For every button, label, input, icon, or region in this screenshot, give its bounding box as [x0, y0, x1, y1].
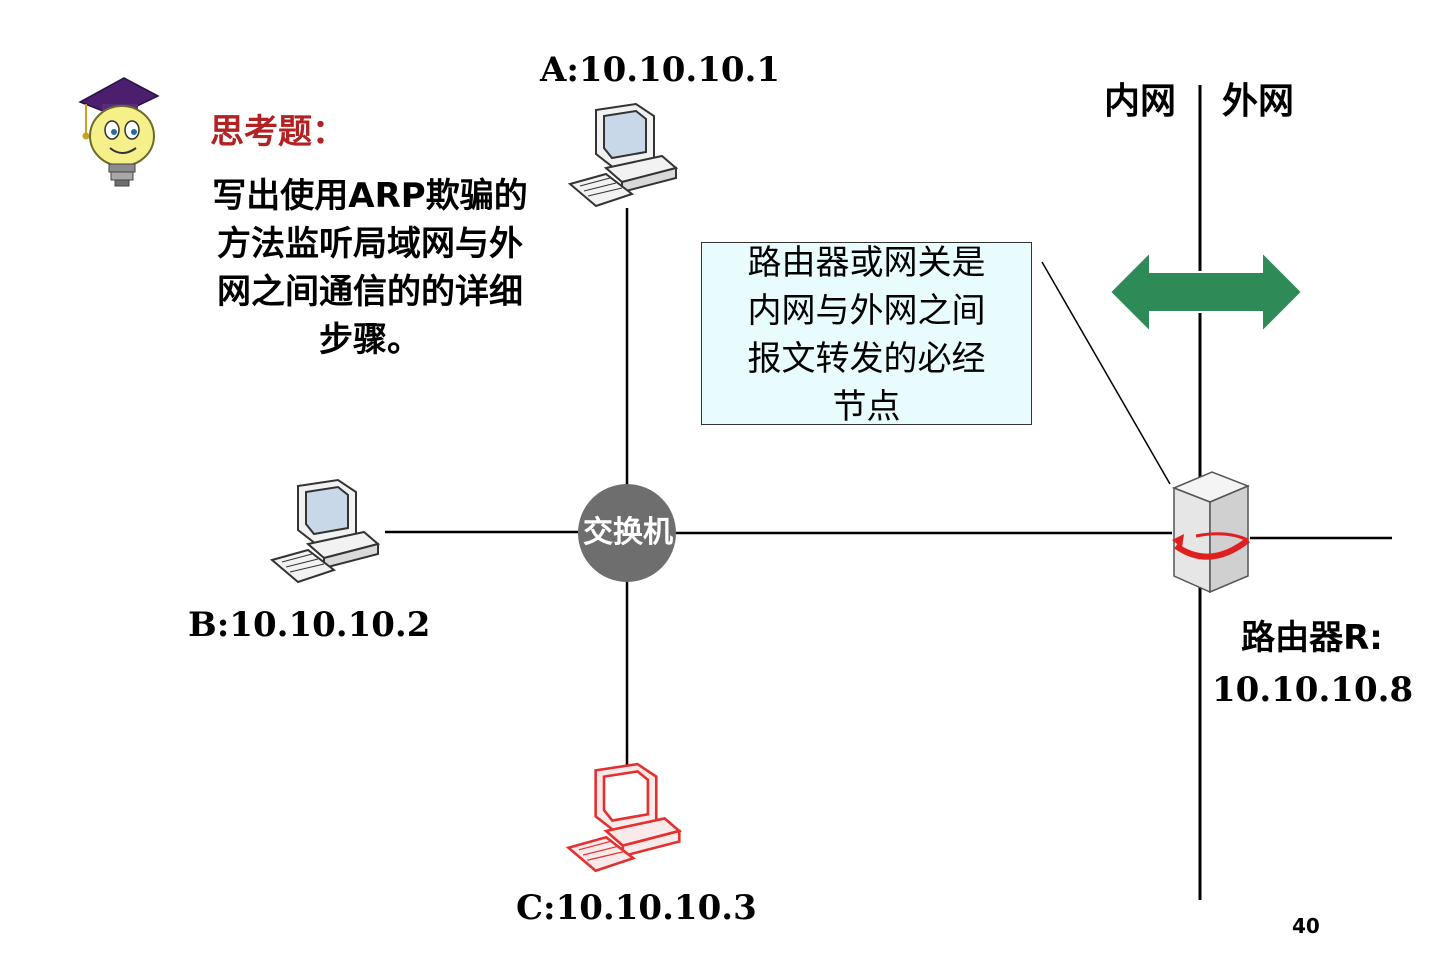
double-arrow-icon: [1108, 249, 1304, 335]
note-pointer-line: [1041, 261, 1171, 485]
computer-icon: [567, 102, 679, 208]
zone-outer-label: 外网: [1222, 81, 1295, 122]
note-line: 内网与外网之间: [747, 291, 986, 331]
router-icon: [1172, 471, 1250, 594]
page-number: 40: [1292, 914, 1320, 938]
question-title: 思考题：: [210, 112, 346, 152]
computer-icon: [269, 478, 381, 584]
question-line: 方法监听局域网与外: [217, 224, 523, 264]
router-ip: 10.10.10.8: [1212, 670, 1414, 710]
question-body: 写出使用ARP欺骗的 方法监听局域网与外 网之间通信的的详细 步骤。: [180, 172, 560, 364]
note-line: 路由器或网关是: [747, 243, 986, 283]
question-line: 步骤。: [319, 320, 421, 360]
note-line: 节点: [832, 387, 901, 425]
computer-icon: [565, 762, 683, 873]
router-note-box: 路由器或网关是 内网与外网之间 报文转发的必经 节点: [701, 242, 1032, 425]
zone-inner-label: 内网: [1104, 81, 1177, 122]
router-label: 路由器R: 10.10.10.8: [1212, 612, 1414, 716]
question-line: 写出使用ARP欺骗的: [212, 176, 528, 216]
router-name: 路由器R:: [1241, 618, 1383, 658]
graduate-bulb-icon: [78, 77, 160, 187]
host-a-label: A:10.10.10.1: [540, 50, 781, 90]
switch-label: 交换机: [583, 515, 673, 550]
note-line: 报文转发的必经: [747, 339, 986, 379]
host-b-label: B:10.10.10.2: [188, 605, 431, 645]
host-c-label: C:10.10.10.3: [516, 888, 757, 928]
question-line: 网之间通信的的详细: [217, 272, 523, 312]
switch-node: [578, 484, 676, 582]
